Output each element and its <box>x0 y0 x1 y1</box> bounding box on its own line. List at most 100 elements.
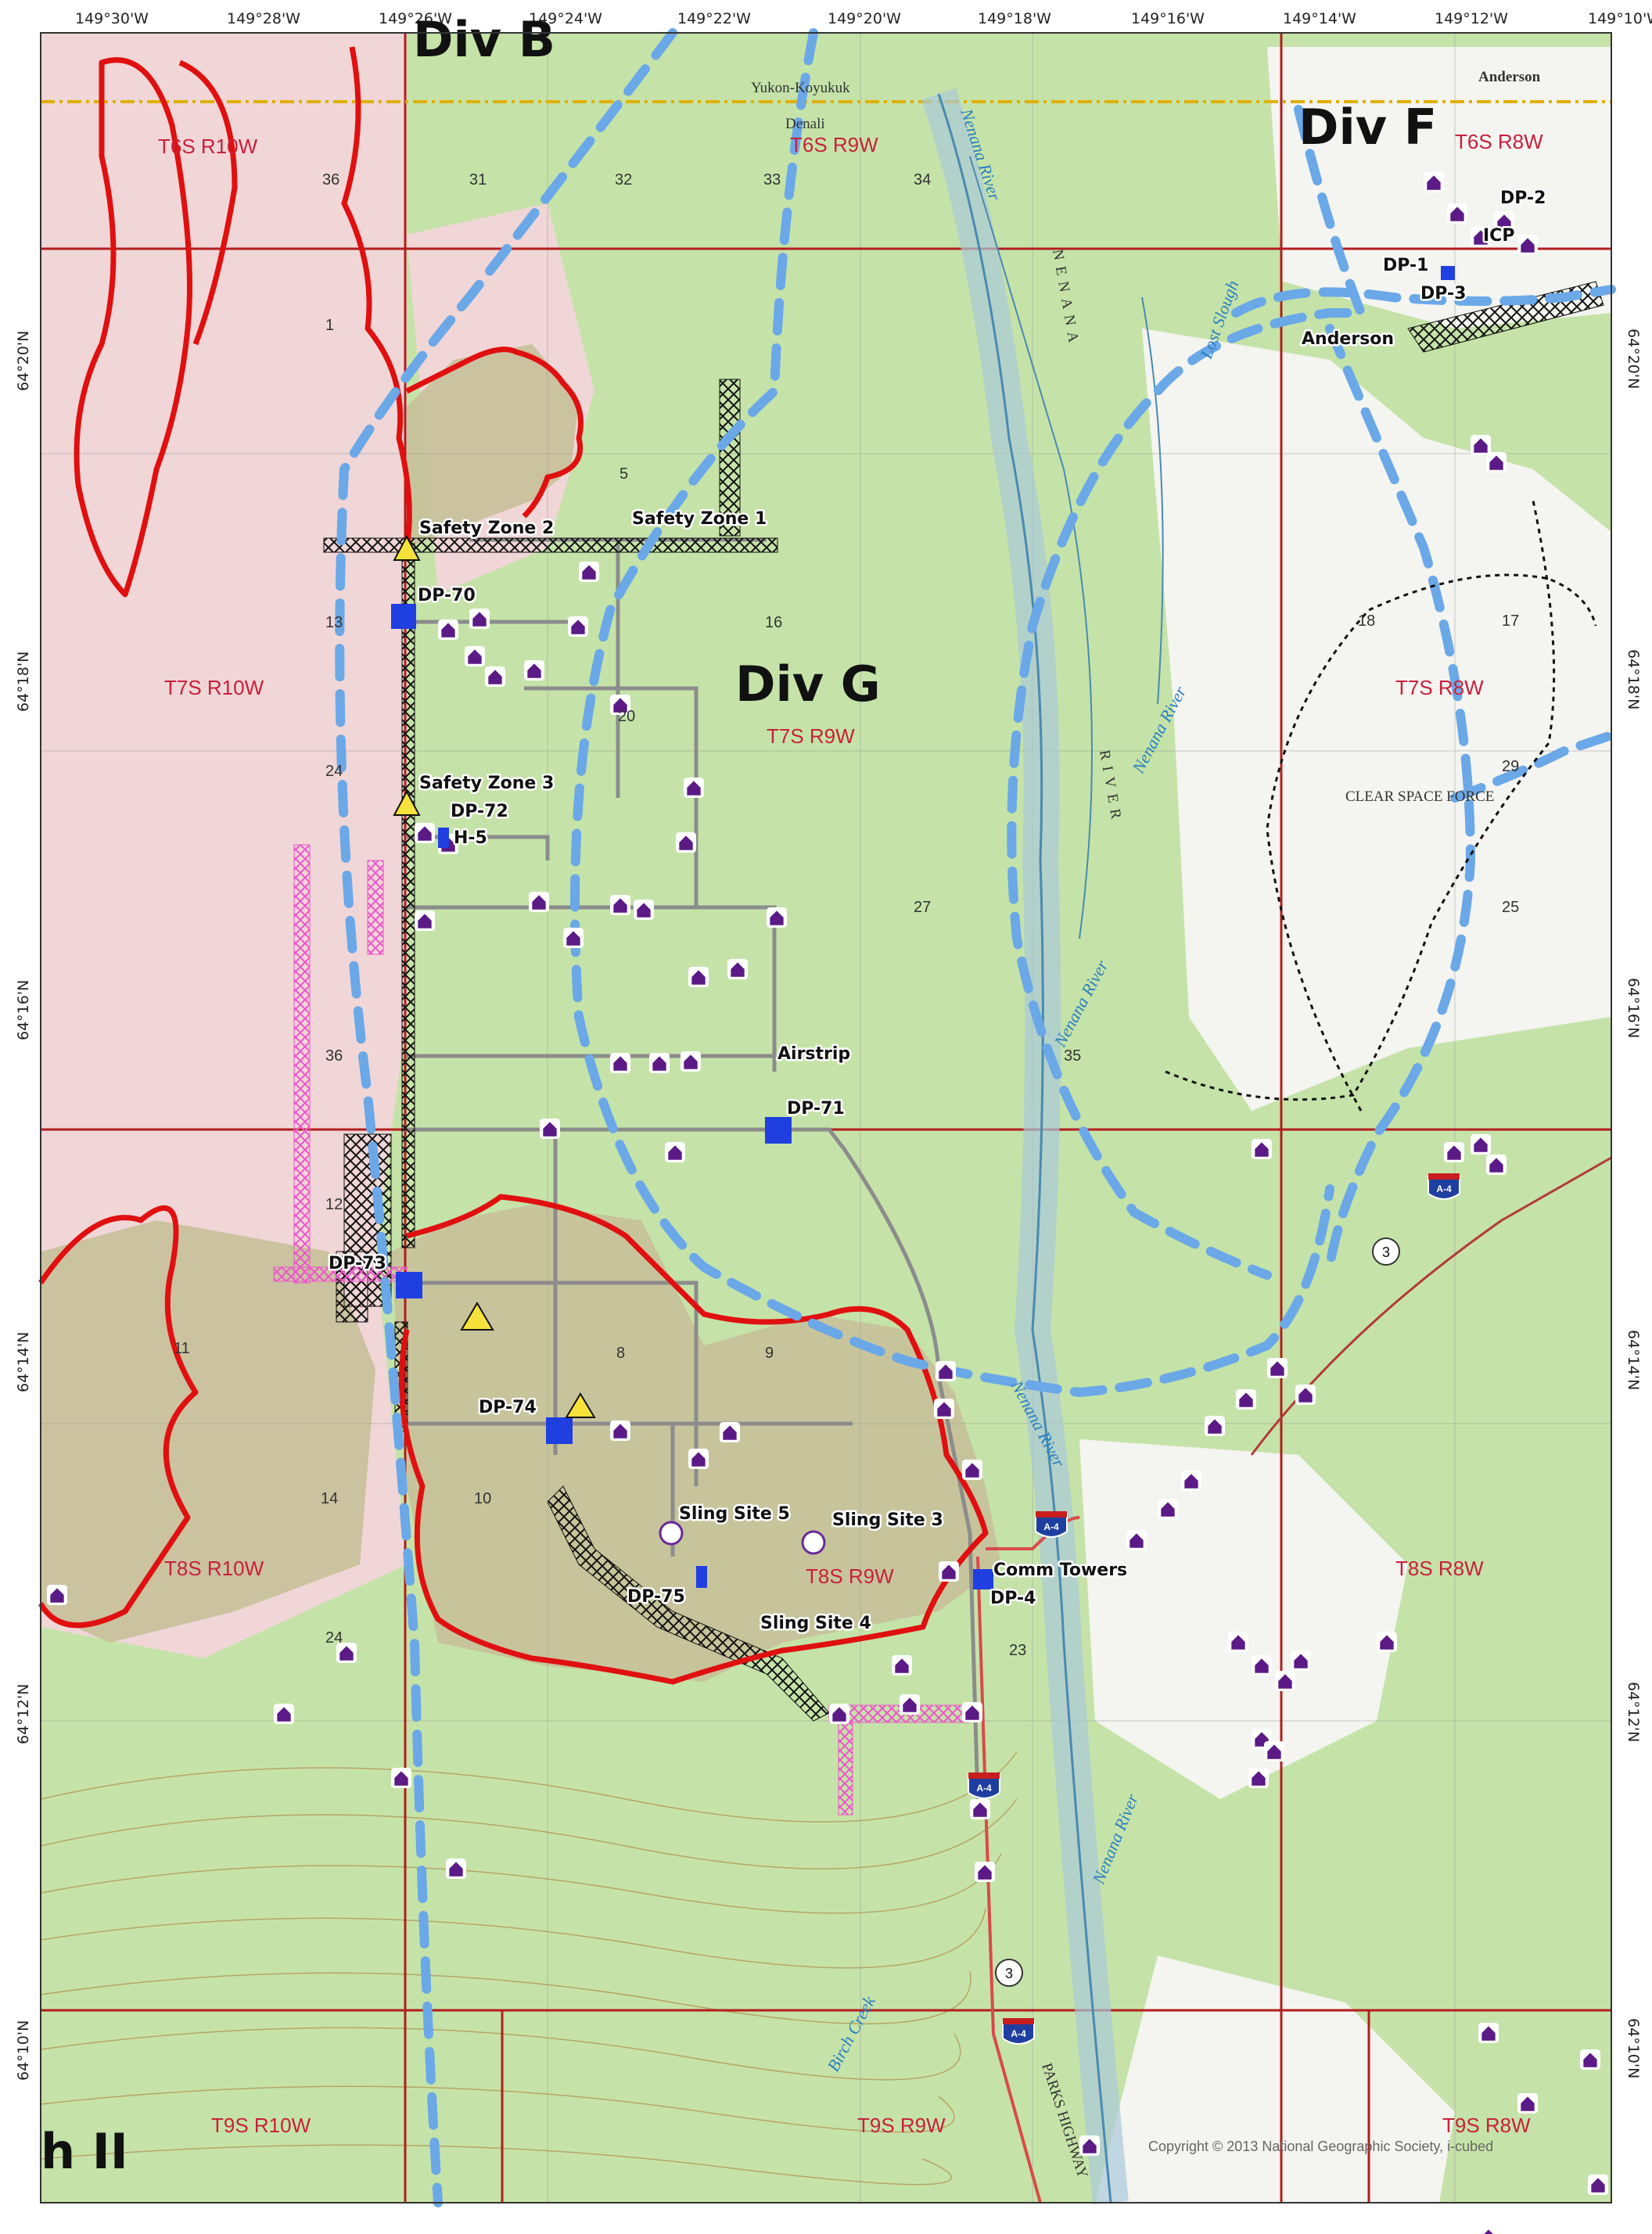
dp70-marker[interactable] <box>391 604 416 629</box>
svg-text:16: 16 <box>765 614 782 631</box>
svg-text:24: 24 <box>325 763 343 780</box>
svg-text:18: 18 <box>1358 612 1375 630</box>
svg-text:T6S R9W: T6S R9W <box>790 133 878 156</box>
svg-text:3: 3 <box>1005 1966 1013 1981</box>
svg-text:149°10'W: 149°10'W <box>1588 10 1652 27</box>
svg-text:149°28'W: 149°28'W <box>227 10 300 27</box>
svg-text:149°16'W: 149°16'W <box>1131 10 1205 27</box>
svg-text:64°20'N: 64°20'N <box>1625 329 1642 389</box>
svg-text:A-4: A-4 <box>1043 1521 1059 1532</box>
svg-text:64°10'N: 64°10'N <box>15 2020 32 2081</box>
a4-shield-2: A-4 <box>1035 1511 1068 1538</box>
svg-text:64°14'N: 64°14'N <box>15 1332 32 1392</box>
svg-text:Safety Zone 2: Safety Zone 2 <box>419 519 554 538</box>
top-coordinate-labels: 149°30'W 149°28'W 149°26'W 149°24'W 149°… <box>75 10 1652 27</box>
safety-zones <box>393 534 596 1418</box>
svg-text:64°12'N: 64°12'N <box>1625 1682 1642 1742</box>
sz2-marker[interactable] <box>393 534 421 561</box>
dp1-marker[interactable] <box>1441 266 1455 280</box>
svg-text:Div F: Div F <box>1298 99 1437 156</box>
dp73-marker[interactable] <box>396 1272 422 1298</box>
svg-text:T7S R10W: T7S R10W <box>164 676 264 699</box>
svg-text:20: 20 <box>618 708 635 725</box>
side-coordinate-labels: 64°20'N 64°18'N 64°16'N 64°14'N 64°12'N … <box>15 329 1642 2081</box>
sz-field-marker[interactable] <box>460 1302 494 1331</box>
eastern-railroad <box>1250 1156 1612 1456</box>
svg-text:3: 3 <box>1382 1245 1390 1260</box>
svg-text:Safety Zone 3: Safety Zone 3 <box>419 774 554 793</box>
svg-text:h II: h II <box>41 2123 128 2180</box>
svg-text:Div B: Div B <box>413 11 555 68</box>
svg-text:64°16'N: 64°16'N <box>1625 978 1642 1038</box>
svg-text:64°10'N: 64°10'N <box>1625 2018 1642 2078</box>
section-numbers: 36 31 32 33 34 1 5 13 16 17 18 20 25 29 … <box>174 171 1519 1659</box>
svg-text:DP-75: DP-75 <box>627 1587 685 1607</box>
svg-text:149°26'W: 149°26'W <box>379 10 452 27</box>
svg-text:149°24'W: 149°24'W <box>529 10 602 27</box>
svg-text:149°14'W: 149°14'W <box>1283 10 1356 27</box>
dp72-marker[interactable] <box>438 828 449 848</box>
svg-text:DP-74: DP-74 <box>479 1398 537 1417</box>
svg-text:T8S R8W: T8S R8W <box>1395 1557 1484 1580</box>
svg-text:Sling Site 5: Sling Site 5 <box>679 1504 790 1524</box>
a4-shield-4: A-4 <box>1002 2018 1035 2045</box>
svg-text:Sling Site 4: Sling Site 4 <box>760 1614 871 1633</box>
svg-text:DP-72: DP-72 <box>451 802 508 821</box>
svg-text:CLEAR SPACE FORCE: CLEAR SPACE FORCE <box>1345 788 1494 805</box>
svg-text:149°22'W: 149°22'W <box>677 10 751 27</box>
svg-text:DP-70: DP-70 <box>418 586 476 605</box>
svg-text:Anderson: Anderson <box>1478 69 1541 85</box>
division-boundaries <box>335 28 1616 2207</box>
operational-labels: Safety Zone 1 Safety Zone 2 Safety Zone … <box>327 187 1548 1636</box>
svg-text:T6S R8W: T6S R8W <box>1455 130 1543 153</box>
svg-text:36: 36 <box>325 1047 343 1065</box>
svg-text:8: 8 <box>616 1345 625 1362</box>
svg-text:149°12'W: 149°12'W <box>1435 10 1508 27</box>
svg-text:24: 24 <box>325 1629 343 1647</box>
svg-text:H-5: H-5 <box>454 828 487 848</box>
svg-text:25: 25 <box>1502 899 1519 916</box>
drop-points <box>391 266 1455 1589</box>
svg-text:35: 35 <box>1064 1047 1081 1065</box>
svg-text:13: 13 <box>325 614 343 631</box>
svg-text:ICP: ICP <box>1483 226 1514 246</box>
dp71-marker[interactable] <box>765 1117 792 1144</box>
svg-text:14: 14 <box>321 1490 338 1507</box>
svg-text:64°20'N: 64°20'N <box>15 331 32 391</box>
route-3-shield-2: 3 <box>995 1959 1023 1987</box>
svg-text:Yukon-Koyukuk: Yukon-Koyukuk <box>751 80 850 96</box>
sz-dp74-marker[interactable] <box>565 1392 596 1418</box>
svg-text:1: 1 <box>325 317 334 334</box>
route-shields: A-4 A-4 A-4 A-4 3 3 <box>968 1173 1460 2045</box>
svg-text:149°20'W: 149°20'W <box>828 10 901 27</box>
dp4-marker[interactable] <box>973 1569 993 1589</box>
svg-text:Airstrip: Airstrip <box>778 1044 850 1064</box>
svg-text:5: 5 <box>620 465 628 483</box>
svg-text:Copyright © 2013 National Geog: Copyright © 2013 National Geographic Soc… <box>1148 2139 1493 2154</box>
dp75-marker[interactable] <box>696 1566 707 1588</box>
svg-text:A-4: A-4 <box>1436 1183 1452 1194</box>
fire-perimeters <box>38 46 989 1685</box>
sling-site-3-marker[interactable] <box>801 1530 826 1555</box>
svg-text:Denali: Denali <box>785 116 825 132</box>
svg-text:T9S R10W: T9S R10W <box>211 2114 311 2137</box>
a4-shield-3: A-4 <box>968 1772 1000 1799</box>
svg-text:Comm Towers: Comm Towers <box>993 1561 1127 1580</box>
sling-site-5-marker[interactable] <box>659 1521 684 1546</box>
dp74-marker[interactable] <box>546 1417 573 1444</box>
svg-text:33: 33 <box>763 171 781 189</box>
division-labels: Div B Div F Div G h II <box>41 11 1437 2180</box>
svg-text:T9S R8W: T9S R8W <box>1442 2114 1531 2137</box>
pink-control-lines <box>273 844 971 1816</box>
svg-text:64°12'N: 64°12'N <box>15 1684 32 1744</box>
svg-text:Sling Site 3: Sling Site 3 <box>832 1510 943 1530</box>
svg-text:DP-1: DP-1 <box>1383 256 1428 275</box>
zigzag-line <box>1165 500 1597 1112</box>
svg-text:149°30'W: 149°30'W <box>75 10 149 27</box>
svg-text:17: 17 <box>1502 612 1519 630</box>
svg-text:64°18'N: 64°18'N <box>1625 649 1642 709</box>
svg-text:T9S R9W: T9S R9W <box>857 2114 946 2137</box>
svg-text:9: 9 <box>765 1345 774 1362</box>
sz3-marker[interactable] <box>393 789 421 816</box>
